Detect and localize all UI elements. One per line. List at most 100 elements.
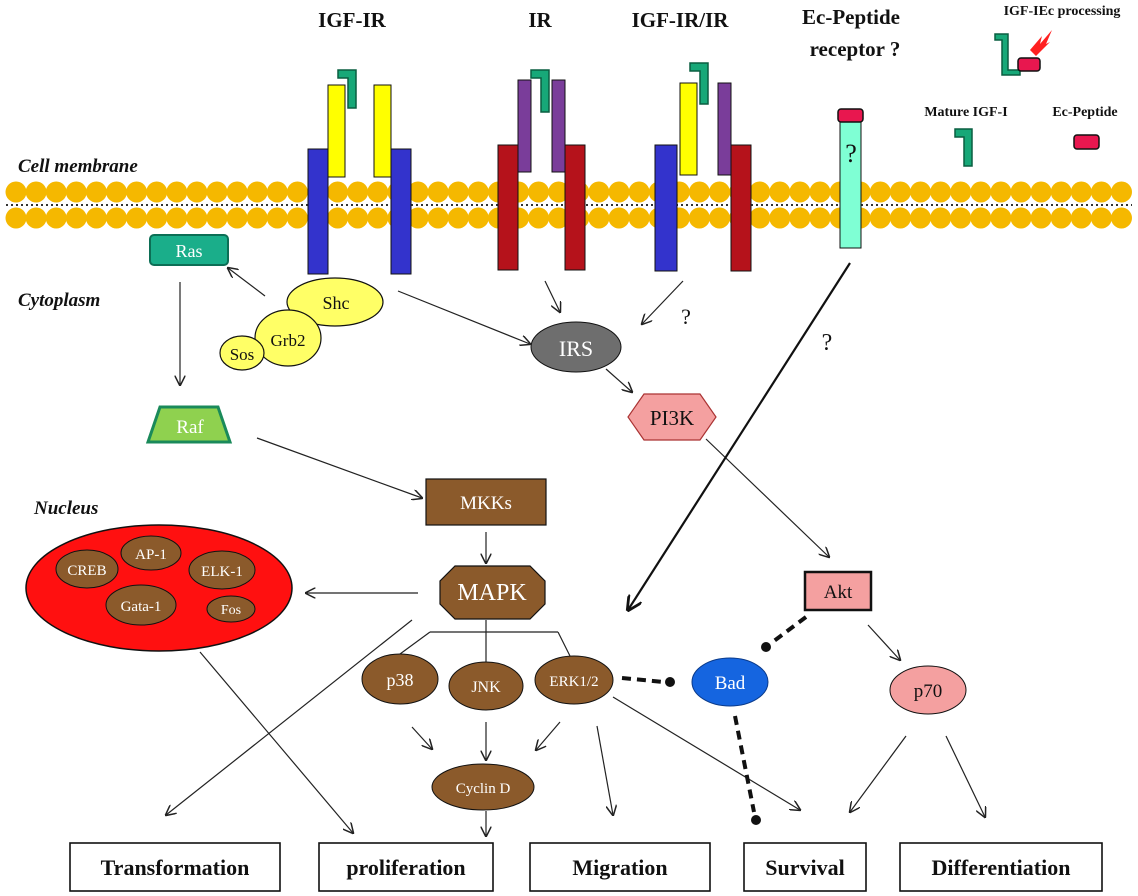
cleavage-spark-icon: [1030, 30, 1052, 56]
inhibit-bad-survival-end: [751, 815, 761, 825]
arrow-nucleus-to-proliferation: [199, 651, 353, 833]
outcome-transformation-box: [69, 842, 281, 892]
membrane-lipid-head: [688, 181, 710, 203]
membrane-lipid-head: [186, 207, 208, 229]
membrane-lipid-head: [206, 181, 228, 203]
membrane-lipid-head: [467, 181, 489, 203]
grb2-node: [254, 309, 322, 367]
outcome-proliferation-box: [318, 842, 494, 892]
membrane-lipid-head: [166, 207, 188, 229]
fos-label: Fos: [221, 603, 241, 618]
membrane-lipid-head: [45, 181, 67, 203]
membrane-lipid-head: [186, 181, 208, 203]
legend: IGF-IEc processing Mature IGF-I Ec-Pepti…: [924, 4, 1120, 167]
hybrid-alpha-chain-igf: [679, 82, 698, 176]
akt-label: Akt: [824, 582, 853, 603]
membrane-lipid-head: [628, 207, 650, 229]
ec-peptide-receptor-title-line2: receptor ?: [810, 37, 901, 61]
ec-mapk-uncertain-mark: ?: [822, 330, 833, 356]
membrane-lipid-head: [930, 181, 952, 203]
membrane-lipid-head: [608, 181, 630, 203]
membrane-lipid-head: [25, 181, 47, 203]
igf-ligand-icon: [689, 62, 709, 105]
igf-ir-alpha-chain-left: [327, 84, 346, 178]
membrane-lipid-head: [126, 181, 148, 203]
arrow-raf-to-mkks: [256, 437, 422, 498]
arrow-p38-to-cyclin-d: [411, 726, 432, 749]
membrane-lipid-head: [869, 181, 891, 203]
igf-ir-beta-chain-left: [307, 148, 329, 275]
erk-label: ERK1/2: [549, 674, 598, 690]
gata1-factor: [105, 584, 177, 626]
arrow-mapk-to-transformation: [166, 619, 413, 815]
membrane-lipid-head: [548, 181, 570, 203]
membrane-lipid-head: [367, 181, 389, 203]
membrane-lipid-head: [1050, 181, 1072, 203]
membrane-lipid-head: [85, 181, 107, 203]
grb2-label: Grb2: [271, 331, 306, 350]
mapk-branch-erk: [557, 631, 571, 657]
ec-peptide-icon: [837, 108, 864, 123]
irs-node: [530, 321, 622, 373]
ir-irs-uncertain-mark: ?: [681, 304, 691, 329]
inhibit-akt-bad-line: [768, 615, 808, 646]
membrane-lipid-head: [588, 181, 610, 203]
elk1-factor: [188, 550, 256, 590]
p70-node: [889, 665, 967, 715]
membrane-lipid-head: [809, 207, 831, 229]
ec-peptide-icon: [1073, 134, 1100, 150]
membrane-lipid-head: [789, 181, 811, 203]
membrane-lipid-head: [367, 207, 389, 229]
mkks-node: [425, 478, 547, 526]
gata1-label: Gata-1: [121, 599, 162, 615]
pathway-arrows: [166, 262, 985, 836]
membrane-lipid-head: [327, 207, 349, 229]
membrane-lipid-head: [528, 181, 550, 203]
membrane-lipid-head: [608, 207, 630, 229]
igf-iec-precursor-icon: [994, 33, 1021, 76]
arrow-irs-to-pi3k: [605, 368, 632, 392]
membrane-lipid-head: [166, 181, 188, 203]
membrane-lipid-head: [789, 207, 811, 229]
membrane-lipid-head: [246, 181, 268, 203]
ir-beta-chain-left: [497, 144, 519, 271]
membrane-lipid-head: [5, 181, 27, 203]
igf-ligand-icon: [530, 69, 550, 113]
arrow-igf-ir-to-irs: [397, 290, 530, 344]
mapk-label: MAPK: [457, 580, 527, 606]
akt-node: [803, 570, 873, 612]
membrane-lipid-head: [327, 181, 349, 203]
ras-node: [149, 234, 229, 266]
p38-label: p38: [387, 670, 414, 690]
igf-ir-ir-title: IGF-IR/IR: [632, 8, 730, 32]
outcome-differentiation-label: Differentiation: [932, 855, 1071, 880]
inhibit-erk-bad-line: [621, 676, 665, 684]
igf-ligand-icon: [337, 69, 357, 109]
membrane-lipid-head: [1050, 207, 1072, 229]
membrane-lipid-head: [1010, 181, 1032, 203]
igf-ir-alpha-chain-right: [373, 84, 392, 178]
erk-node: [534, 655, 614, 705]
membrane-lipid-head: [146, 181, 168, 203]
membrane-lipid-head: [950, 207, 972, 229]
membrane-lipid-head: [1070, 181, 1092, 203]
arrow-p70-to-differentiation: [945, 735, 985, 817]
shc-node: [286, 277, 384, 327]
membrane-lipid-head: [246, 207, 268, 229]
outcome-survival-label: Survival: [765, 855, 844, 880]
membrane-lipid-head: [146, 207, 168, 229]
fos-factor: [206, 595, 256, 623]
irs-label: IRS: [559, 336, 593, 361]
membrane-lipid-head: [427, 207, 449, 229]
membrane-lipid-head: [588, 207, 610, 229]
igf-ir-receptor: [307, 69, 412, 275]
membrane-lipid-head: [286, 181, 308, 203]
membrane-lipid-head: [407, 181, 429, 203]
arrow-erk-to-migration: [596, 725, 613, 815]
inhibition-lines: [621, 615, 808, 825]
membrane-lipid-head: [5, 207, 27, 229]
membrane-lipid-head: [266, 207, 288, 229]
membrane-lipid-head: [970, 181, 992, 203]
ir-alpha-chain-left: [517, 79, 532, 173]
